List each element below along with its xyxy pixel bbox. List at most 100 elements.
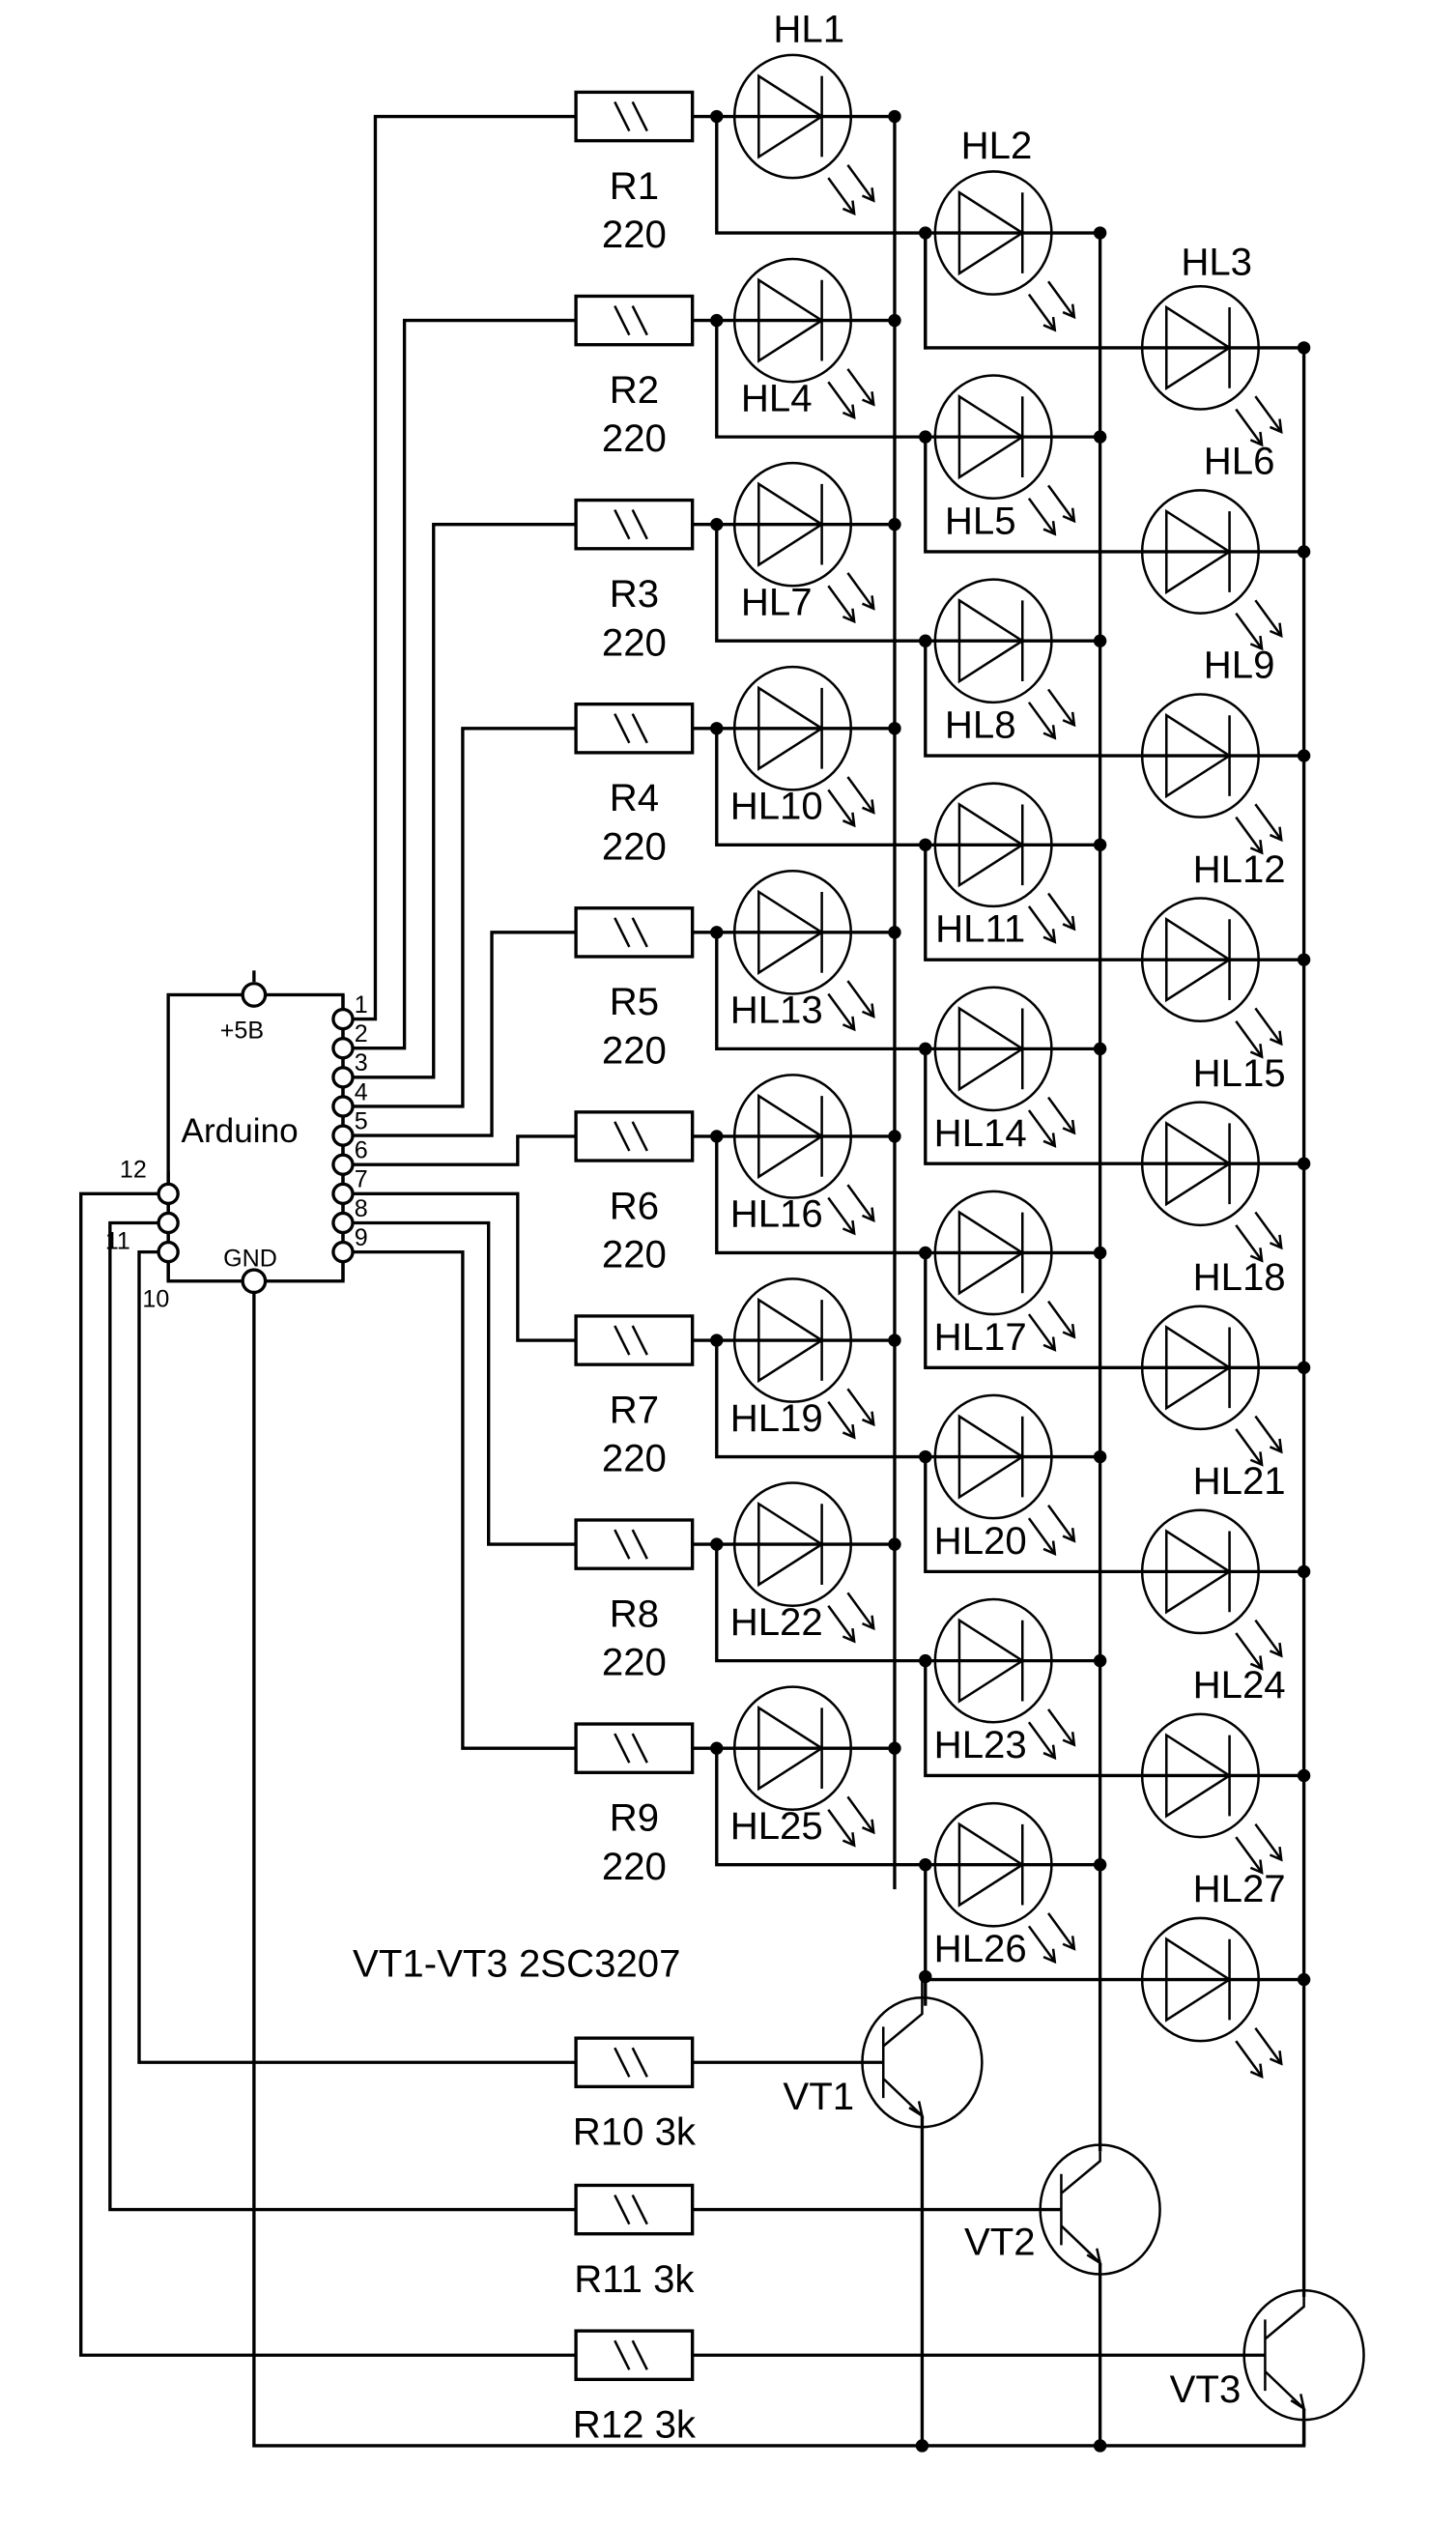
diode-triangle-icon	[1165, 508, 1232, 595]
diode-triangle-icon	[957, 189, 1025, 276]
arrow-head-icon	[842, 1423, 856, 1440]
resistor-hatch	[631, 1529, 648, 1560]
led-HL3	[1140, 285, 1283, 447]
resistor-R1	[574, 90, 695, 143]
arduino-pin-5	[331, 1124, 355, 1147]
arrow-head-icon	[1042, 1540, 1057, 1556]
led-body	[1140, 1712, 1260, 1839]
arduino-label: Arduino	[182, 1112, 299, 1150]
diode-triangle-icon	[957, 393, 1025, 480]
arrow-head-icon	[842, 1016, 856, 1032]
led-body	[732, 1685, 853, 1812]
pin-number-label: 8	[355, 1195, 368, 1222]
resistor-ref-label: R6	[610, 1184, 659, 1227]
diode-triangle-icon	[757, 889, 824, 975]
junction-dot	[919, 1969, 932, 1984]
led-HL21	[1140, 1508, 1283, 1671]
diode-triangle-icon	[957, 598, 1025, 684]
arrow-head-icon	[842, 200, 856, 215]
light-arrow-icon	[827, 381, 856, 418]
led-body	[732, 1481, 853, 1607]
transistor-label: VT2	[964, 2220, 1036, 2263]
led-body	[732, 869, 853, 995]
resistor-ref-label: R8	[610, 1592, 659, 1635]
diode-triangle-icon	[1165, 1529, 1232, 1615]
transistor-label: VT1	[783, 2075, 854, 2118]
resistor-ref-label: R4	[610, 776, 659, 819]
transistor-collector	[1060, 2151, 1101, 2195]
diode-triangle-icon	[757, 1297, 824, 1384]
light-arrow-icon	[827, 1604, 856, 1643]
row-wire	[715, 932, 1100, 1051]
light-arrow-icon	[1254, 1211, 1283, 1249]
resistor-value-label: 220	[602, 1641, 667, 1684]
diode-triangle-icon	[757, 1093, 824, 1180]
transistor-label: VT3	[1170, 2367, 1242, 2411]
transistor-emitter	[1060, 2224, 1101, 2264]
led-HL2	[933, 170, 1076, 332]
led-label: HL7	[741, 580, 813, 623]
led-HL11	[933, 782, 1076, 944]
led-label: HL4	[741, 376, 813, 419]
diode-triangle-icon	[1165, 1733, 1232, 1819]
resistor-hatch	[631, 509, 648, 540]
junction-dot	[919, 634, 932, 647]
arduino-pin-9	[331, 1240, 355, 1264]
led-body	[933, 1190, 1053, 1316]
resistor-hatch	[631, 2047, 648, 2078]
resistor-value-label: 220	[602, 213, 667, 256]
resistor-hatch	[614, 1733, 631, 1764]
light-arrow-icon	[827, 585, 856, 622]
arrow-head-icon	[1062, 915, 1076, 932]
resistor-hatch	[614, 2194, 631, 2225]
arrow-head-icon	[842, 1627, 856, 1644]
light-arrow-icon	[1047, 1300, 1075, 1338]
pin-number-label: 5	[355, 1107, 368, 1134]
led-body	[933, 1393, 1053, 1520]
arrow-head-icon	[1249, 1451, 1264, 1467]
resistor-value-label: 220	[602, 1845, 667, 1888]
diode-triangle-icon	[1165, 1121, 1232, 1207]
led-body	[1140, 1101, 1260, 1227]
led-body	[933, 1801, 1053, 1928]
led-HL20	[933, 1393, 1076, 1556]
resistor-hatch	[614, 509, 631, 540]
arrow-head-icon	[1062, 507, 1076, 524]
resistor-hatch	[631, 1733, 648, 1764]
led-label: HL14	[934, 1111, 1027, 1155]
ground-wire	[252, 1292, 1306, 2448]
arrow-head-icon	[1249, 1248, 1264, 1263]
resistor-value-label: 220	[602, 1437, 667, 1480]
led-label: HL18	[1193, 1255, 1286, 1299]
arrow-head-icon	[1062, 1732, 1076, 1747]
resistor-body	[574, 702, 695, 755]
resistor-value-label: 220	[602, 824, 667, 868]
arrow-head-icon	[1042, 725, 1057, 740]
base-wire-R10	[137, 1249, 577, 2064]
led-body	[933, 782, 1053, 908]
pin-number-label: 1	[355, 991, 368, 1019]
diode-triangle-icon	[757, 277, 824, 363]
led-body	[1140, 1916, 1260, 2043]
resistor-hatch	[631, 917, 648, 948]
arrow-head-icon	[861, 391, 875, 407]
light-arrow-icon	[827, 789, 856, 826]
pin-number-label: 7	[355, 1166, 368, 1193]
arrow-head-icon	[1269, 826, 1283, 843]
arrow-head-icon	[842, 812, 856, 828]
pin2-wire	[353, 318, 577, 1050]
power-label: +5B	[220, 1018, 264, 1045]
pin1-wire	[353, 114, 577, 1021]
led-body	[732, 1074, 853, 1199]
diode-triangle-icon	[757, 481, 824, 567]
light-arrow-icon	[1027, 1925, 1056, 1963]
led-HL27	[1140, 1916, 1283, 2080]
light-arrow-icon	[1027, 1313, 1056, 1351]
resistor-hatch	[614, 1529, 631, 1560]
arduino-pin-10	[157, 1240, 180, 1264]
led-HL22	[732, 1481, 875, 1644]
ground-label: GND	[223, 1246, 277, 1273]
arrow-head-icon	[1042, 929, 1057, 944]
pin3-wire	[353, 523, 577, 1079]
led-HL24	[1140, 1712, 1283, 1875]
